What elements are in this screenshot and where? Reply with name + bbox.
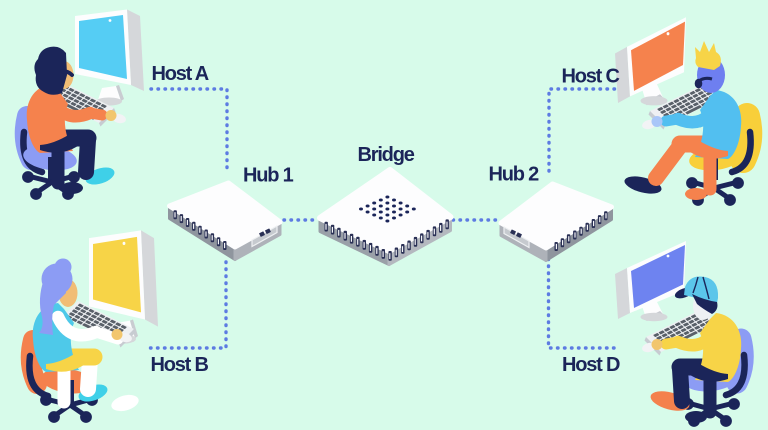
svg-text:Host D: Host D <box>562 354 620 376</box>
svg-text:Host B: Host B <box>151 354 209 376</box>
svg-text:Host C: Host C <box>562 66 620 88</box>
svg-text:Host A: Host A <box>152 63 209 85</box>
svg-text:Bridge: Bridge <box>358 144 415 166</box>
svg-text:Hub 2: Hub 2 <box>489 164 540 186</box>
svg-text:Hub 1: Hub 1 <box>243 165 294 187</box>
